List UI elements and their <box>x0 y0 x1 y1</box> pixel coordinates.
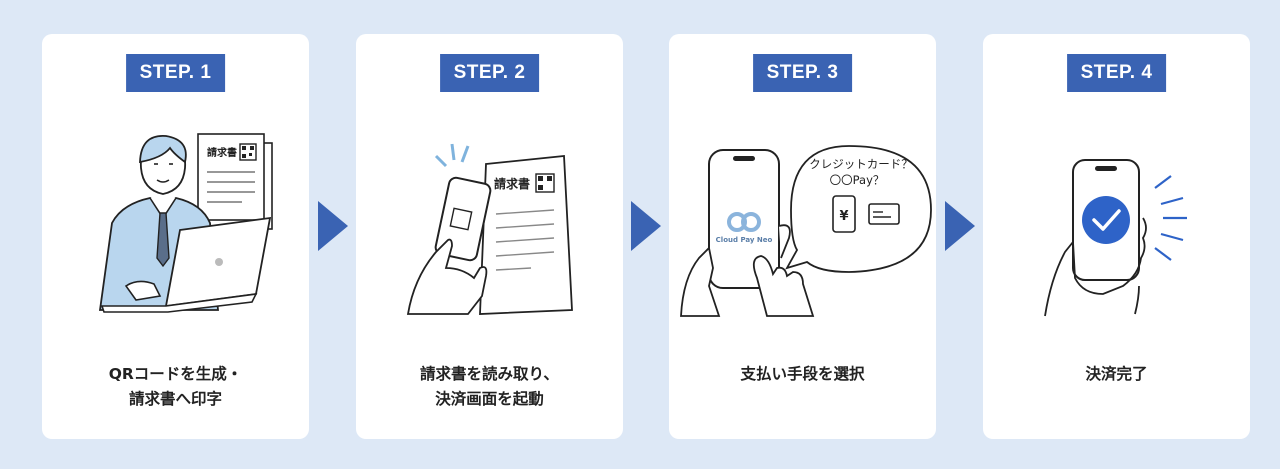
step-3-caption: 支払い手段を選択 <box>669 362 936 387</box>
cloud-pay-logo-icon <box>727 212 761 232</box>
caption-line: 決済画面を起動 <box>435 390 544 408</box>
businessman-laptop-illustration: 請求書 <box>98 133 273 313</box>
chevron-right-arrow-3 <box>945 201 975 251</box>
chevron-right-arrow-1 <box>318 201 348 251</box>
caption-line: 請求書を読み取り、 <box>420 365 559 383</box>
caption-line: 決済完了 <box>1085 365 1148 383</box>
step-4-badge: STEP. 4 <box>1066 54 1167 92</box>
qr-code-icon <box>239 143 257 161</box>
step-1-badge: STEP. 1 <box>125 54 226 92</box>
payment-select-illustration: Cloud Pay Neo クレジットカード？ 〇〇Pay？ ¥ <box>680 145 932 317</box>
document-label: 請求書 <box>207 146 237 159</box>
step-2-badge: STEP. 2 <box>439 54 540 92</box>
phone-scan-illustration: 請求書 <box>406 143 573 315</box>
step-1-caption: QRコードを生成・ 請求書へ印字 <box>42 362 309 412</box>
step-3-card: STEP. 3 Cloud Pay Neo クレジットカード？ 〇〇Pay？ ¥… <box>669 34 936 439</box>
caption-line: QRコードを生成・ <box>108 365 243 383</box>
credit-card-icon <box>868 203 900 225</box>
payment-complete-illustration <box>1044 159 1187 317</box>
qr-code-icon <box>535 173 555 193</box>
step-4-card: STEP. 4 決済完了 <box>983 34 1250 439</box>
speech-bubble: クレジットカード？ 〇〇Pay？ ¥ <box>785 145 932 273</box>
yen-card-icon: ¥ <box>839 209 848 224</box>
step-2-caption: 請求書を読み取り、 決済画面を起動 <box>356 362 623 412</box>
chevron-right-arrow-2 <box>631 201 661 251</box>
step-1-card: STEP. 1 請求書 QRコードを生成・ <box>42 34 309 439</box>
caption-line: 請求書へ印字 <box>128 390 222 408</box>
app-name: Cloud Pay Neo <box>716 236 773 244</box>
bubble-line: クレジットカード？ <box>809 157 913 171</box>
caption-line: 支払い手段を選択 <box>740 365 865 383</box>
step-4-caption: 決済完了 <box>983 362 1250 387</box>
step-3-badge: STEP. 3 <box>752 54 853 92</box>
check-circle-icon <box>1082 196 1130 244</box>
bubble-line: 〇〇Pay？ <box>830 173 885 187</box>
step-2-card: STEP. 2 請求書 請求書を読み取り、 決済画面を起動 <box>356 34 623 439</box>
document-label: 請求書 <box>494 176 530 191</box>
